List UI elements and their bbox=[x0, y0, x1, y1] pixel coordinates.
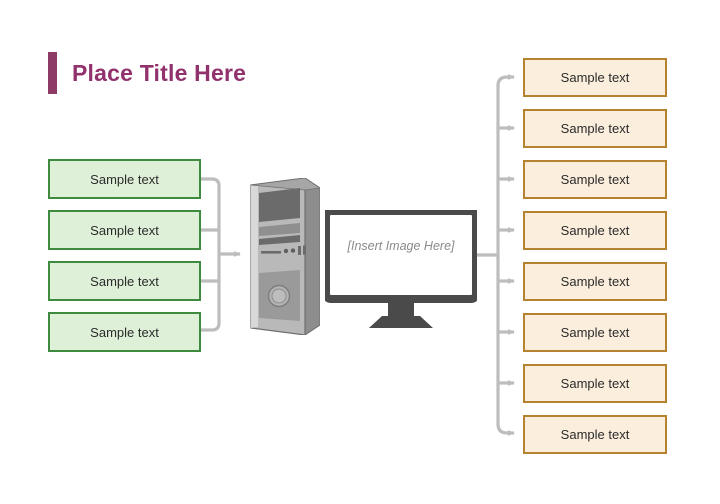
output-box-label: Sample text bbox=[560, 70, 630, 85]
output-box[interactable]: Sample text bbox=[523, 313, 667, 352]
output-box[interactable]: Sample text bbox=[523, 415, 667, 454]
output-box-label: Sample text bbox=[560, 121, 630, 136]
input-box-label: Sample text bbox=[90, 324, 159, 340]
output-box[interactable]: Sample text bbox=[523, 262, 667, 301]
input-box[interactable]: Sample text bbox=[48, 312, 201, 352]
title-accent-bar bbox=[48, 52, 57, 94]
computer-monitor-icon bbox=[325, 210, 477, 328]
output-box[interactable]: Sample text bbox=[523, 58, 667, 97]
output-box[interactable]: Sample text bbox=[523, 364, 667, 403]
output-trunk bbox=[475, 75, 509, 435]
output-box-label: Sample text bbox=[560, 427, 630, 442]
page-title: Place Title Here bbox=[48, 52, 246, 94]
input-box[interactable]: Sample text bbox=[48, 261, 201, 301]
output-box-label: Sample text bbox=[560, 172, 630, 187]
output-box-label: Sample text bbox=[560, 376, 630, 391]
output-branch-arrows bbox=[498, 74, 515, 436]
input-box[interactable]: Sample text bbox=[48, 210, 201, 250]
input-connectors bbox=[199, 177, 221, 332]
title-text: Place Title Here bbox=[72, 59, 247, 86]
output-box[interactable]: Sample text bbox=[523, 109, 667, 148]
output-box[interactable]: Sample text bbox=[523, 211, 667, 250]
input-box-label: Sample text bbox=[90, 171, 159, 187]
input-box-label: Sample text bbox=[90, 222, 159, 238]
output-box-label: Sample text bbox=[560, 223, 630, 238]
output-box-label: Sample text bbox=[560, 274, 630, 289]
output-box[interactable]: Sample text bbox=[523, 160, 667, 199]
output-box-label: Sample text bbox=[560, 325, 630, 340]
input-box-label: Sample text bbox=[90, 273, 159, 289]
input-box[interactable]: Sample text bbox=[48, 159, 201, 199]
computer-tower-icon bbox=[250, 178, 320, 335]
